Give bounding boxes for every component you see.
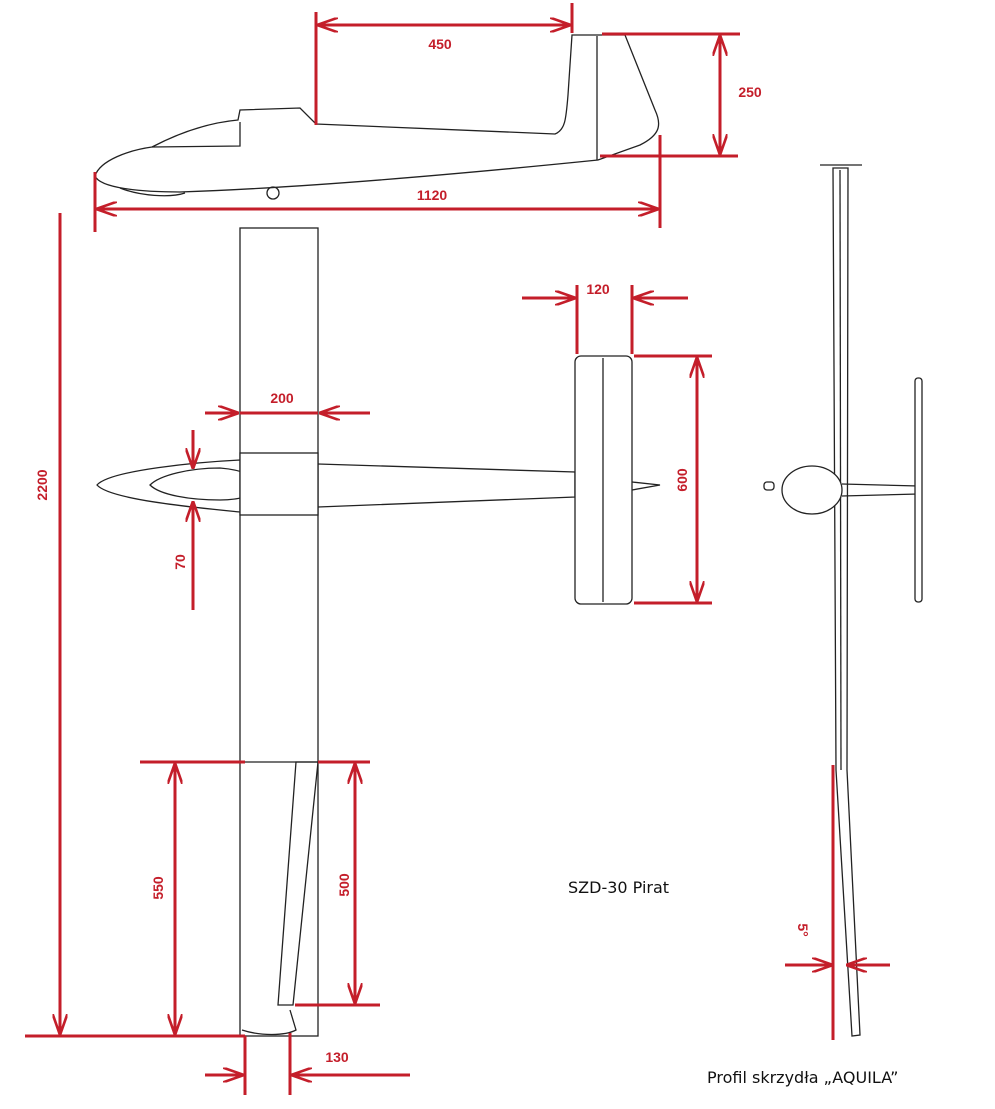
aileron (277, 761, 319, 1006)
side-fuselage (94, 34, 660, 193)
top-view (96, 227, 661, 1037)
wing-tip (241, 1009, 297, 1036)
rudder-top (631, 481, 661, 491)
skid (119, 187, 186, 197)
dim-label-dihedral: 5° (795, 923, 811, 936)
side-view (94, 34, 660, 200)
dim-label-stab-chord: 120 (586, 281, 610, 297)
dim-label-tip-chord: 130 (325, 1049, 349, 1065)
wing-center-section (239, 452, 319, 516)
front-tail-boom (841, 483, 919, 497)
dim-label-root-chord: 200 (270, 390, 294, 406)
wheel (266, 186, 280, 200)
drawing-title: SZD-30 Pirat (568, 878, 669, 897)
front-wing (832, 167, 861, 1037)
front-wing-spar (839, 169, 842, 771)
front-fin (914, 377, 923, 603)
dim-label-half-span: 2200 (34, 469, 50, 500)
dim-label-wingtip-section: 550 (150, 876, 166, 900)
front-skid (763, 481, 775, 491)
dim-label-aileron-length: 500 (336, 873, 352, 897)
dim-label-fuselage-length: 1120 (417, 187, 448, 203)
wing-planform (239, 227, 319, 1037)
dimension-lines (25, 3, 890, 1095)
canopy-frame (151, 122, 241, 148)
dim-label-fin-height: 250 (738, 84, 762, 100)
profile-caption: Profil skrzydła „AQUILA” (707, 1068, 898, 1087)
dim-label-stab-span: 600 (674, 468, 690, 492)
front-view (763, 164, 923, 1037)
top-fuselage (96, 459, 576, 513)
dim-label-tail-arm: 450 (428, 36, 452, 52)
front-fuselage (781, 465, 843, 515)
dim-label-fuselage-width: 70 (172, 554, 188, 570)
